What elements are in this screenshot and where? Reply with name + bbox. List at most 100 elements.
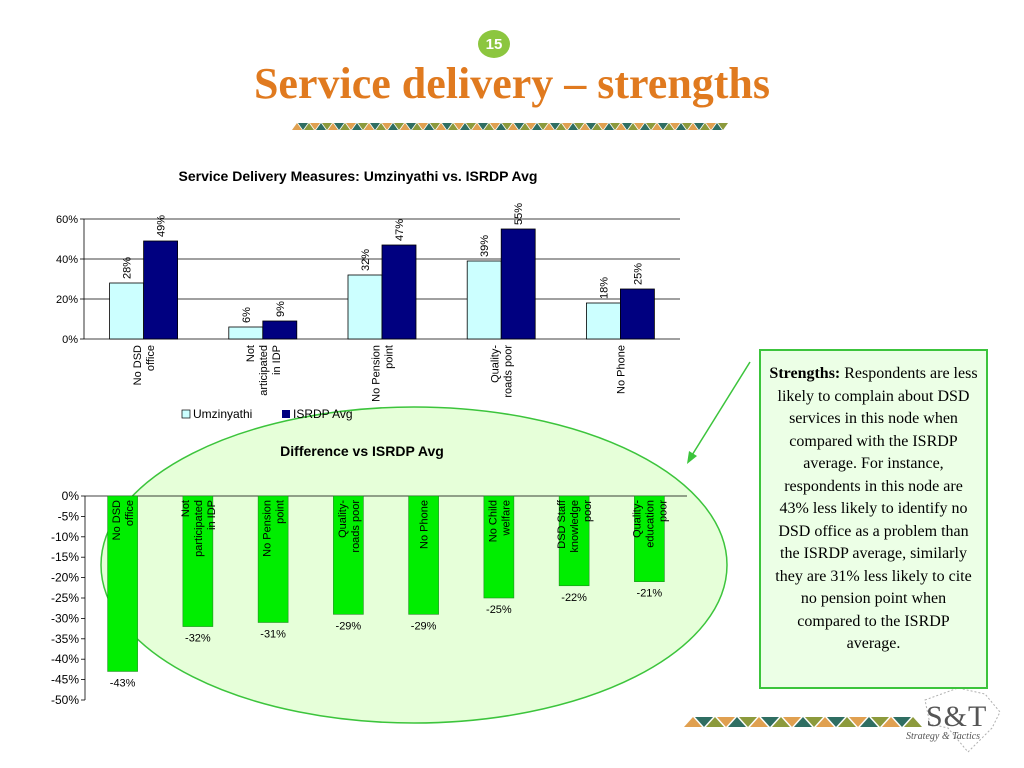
decor-triangle — [670, 123, 680, 130]
chart2-data-label: -25% — [486, 604, 512, 616]
chart2-category-line: No Phone — [419, 500, 431, 549]
chart1-data-label: 9% — [275, 301, 287, 317]
decor-triangle — [424, 123, 434, 130]
chart1-title: Service Delivery Measures: Umzinyathi vs… — [179, 168, 538, 184]
decor-triangle — [538, 123, 548, 130]
chart2-bar — [333, 495, 364, 615]
chart2-bar — [408, 495, 439, 615]
decor-triangle — [695, 717, 713, 727]
chart1-legend: Umzinyathi ISRDP Avg — [181, 407, 353, 421]
decor-triangle — [328, 123, 338, 130]
decor-triangle — [676, 123, 686, 130]
decor-triangle — [520, 123, 530, 130]
chart2-category-line: Not — [180, 500, 192, 517]
chart2-y-axis: 0%-5%-10%-15%-20%-25%-30%-35%-40%-45%-50… — [51, 489, 687, 707]
decor-triangle — [761, 717, 779, 727]
chart2-category-line: roads poor — [350, 500, 362, 553]
chart1-category-label: No Phone — [615, 345, 627, 394]
service-delivery-chart: Service Delivery Measures: Umzinyathi vs… — [56, 168, 680, 421]
logo-wordmark: S&T — [926, 700, 988, 733]
decor-triangle — [739, 717, 757, 727]
chart1-bar — [228, 326, 264, 340]
decor-triangle — [544, 123, 554, 130]
decor-triangle — [586, 123, 596, 130]
chart2-category-line: Quality- — [337, 500, 349, 538]
decor-triangle — [706, 717, 724, 727]
decor-triangle — [827, 717, 845, 727]
decor-triangle — [358, 123, 368, 130]
chart1-category-line: Quality- — [490, 345, 502, 383]
chart2-category-line: office — [124, 500, 136, 526]
decorative-triangle-border-bottom — [684, 717, 922, 727]
decor-triangle — [478, 123, 488, 130]
decor-triangle — [448, 123, 458, 130]
decor-triangle — [292, 123, 302, 130]
chart2-category-label: No DSDoffice — [111, 500, 136, 540]
chart2-ytick-label: -40% — [51, 652, 79, 666]
chart2-bar — [634, 495, 665, 582]
decor-triangle — [526, 123, 536, 130]
chart2-bar — [483, 495, 515, 599]
decor-triangle — [712, 123, 722, 130]
decor-triangle — [772, 717, 790, 727]
chart2-category-line: in IDP — [206, 500, 218, 530]
decor-triangle — [860, 717, 878, 727]
decor-triangle — [316, 123, 326, 130]
decor-triangle — [574, 123, 584, 130]
decor-triangle — [728, 717, 746, 727]
decor-triangle — [442, 123, 452, 130]
slide-title: Service delivery – strengths — [253, 59, 771, 108]
chart2-data-label: -22% — [561, 592, 587, 604]
decor-triangle — [664, 123, 674, 130]
decor-triangle — [568, 123, 578, 130]
decor-triangle — [580, 123, 590, 130]
chart2-category-line: Quality- — [631, 500, 643, 538]
legend-swatch-isrdp — [282, 410, 290, 418]
chart2-category-line: welfare — [500, 500, 512, 536]
chart2-category-label: Quality-roads poor — [337, 500, 362, 553]
chart1-category-label: Quality-roads poor — [490, 345, 515, 398]
chart1-category-label: No DSDoffice — [132, 345, 157, 385]
chart1-bar — [620, 288, 655, 340]
decor-triangle — [682, 123, 692, 130]
decor-triangle — [882, 717, 900, 727]
chart1-y-axis: 0%20%40%60% — [56, 214, 85, 346]
decor-triangle — [893, 717, 911, 727]
chart1-data-label: 18% — [598, 277, 610, 299]
decor-triangle — [334, 123, 344, 130]
decor-triangle — [508, 123, 518, 130]
decor-triangle — [370, 123, 380, 130]
decor-triangle — [816, 717, 834, 727]
legend-label-umzinyathi: Umzinyathi — [193, 407, 252, 421]
chart2-category-label: Notparticipatedin IDP — [180, 500, 218, 557]
callout-arrow-head — [687, 451, 697, 464]
decor-triangle — [310, 123, 320, 130]
decor-triangle — [412, 123, 422, 130]
decor-triangle — [684, 717, 702, 727]
chart2-data-label: -32% — [185, 633, 211, 645]
callout-arrow-line — [688, 361, 751, 461]
chart2-data-label: -29% — [336, 620, 362, 632]
chart2-ytick-label: -25% — [51, 591, 79, 605]
decor-triangle — [904, 717, 922, 727]
decor-triangle — [346, 123, 356, 130]
chart2-category-line: No Pension — [262, 500, 274, 557]
chart1-bar — [500, 228, 536, 340]
chart2-category-line: participated — [193, 500, 205, 557]
chart2-bar — [182, 495, 214, 627]
chart2-category-line: point — [275, 500, 287, 524]
decor-triangle — [322, 123, 332, 130]
decor-triangle — [805, 717, 823, 727]
chart1-bar — [262, 320, 298, 340]
decor-triangle — [382, 123, 392, 130]
decor-triangle — [352, 123, 362, 130]
chart2-category-line: education — [644, 500, 656, 548]
decor-triangle — [436, 123, 446, 130]
chart1-category-line: No Pension — [371, 345, 383, 402]
chart1-ytick-label: 20% — [56, 294, 78, 306]
decor-triangle — [532, 123, 542, 130]
decor-triangle — [550, 123, 560, 130]
decor-triangle — [628, 123, 638, 130]
chart2-category-label: Quality-educationpoor — [631, 500, 669, 548]
